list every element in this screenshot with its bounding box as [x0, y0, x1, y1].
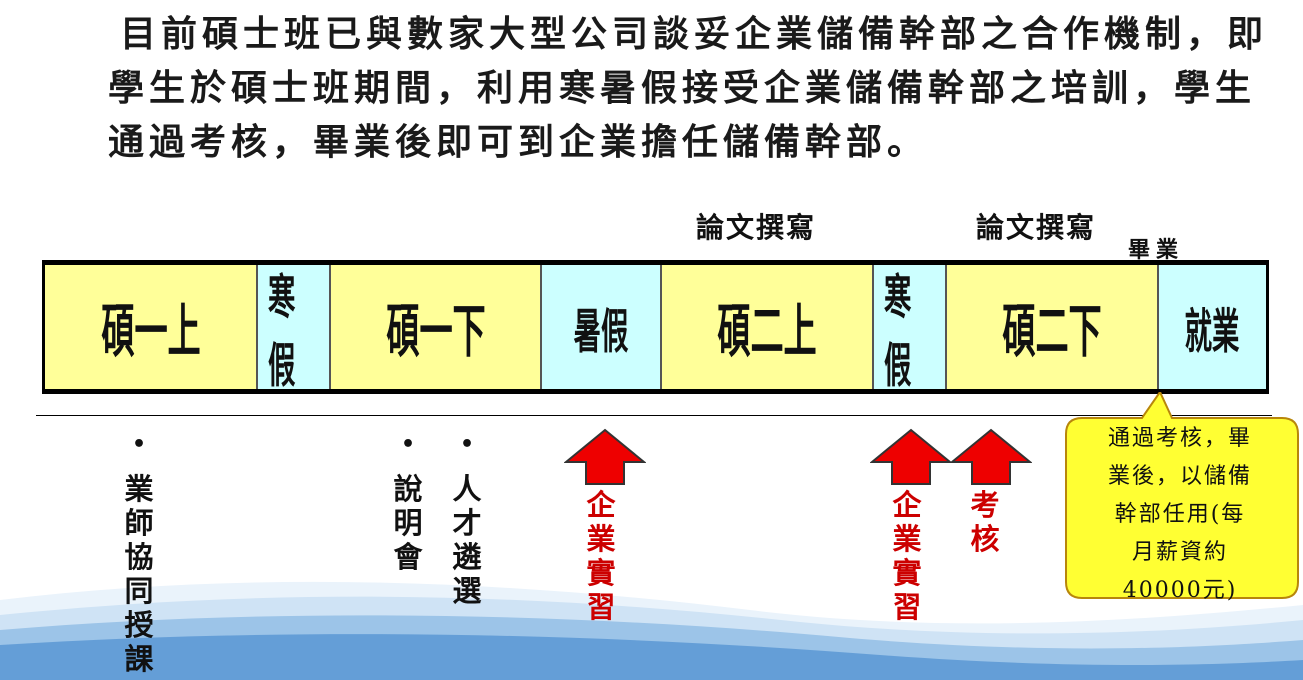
timeline-segment: 就業 [1159, 265, 1266, 389]
separator-line [36, 415, 1272, 416]
activity-assessment: 考核 [970, 488, 1000, 556]
arrow-up-icon [950, 428, 1032, 485]
activity-selection: • 人才遴選 [452, 432, 482, 608]
callout-line: 月薪資約 [1131, 540, 1228, 565]
activity-briefing-text: 說明會 [393, 472, 423, 574]
callout-line: 幹部任用(每 [1114, 502, 1246, 527]
wave-background [0, 581, 1303, 680]
segment-label: 碩一下 [385, 297, 486, 365]
graduate-label: 畢業 [1128, 238, 1185, 263]
callout-line: 40000元) [1122, 578, 1238, 603]
activity-internship-2-text: 企業實習 [892, 488, 922, 624]
callout-bubble [1065, 392, 1299, 599]
bullet: • [459, 432, 475, 457]
segment-label: 寒假 [267, 269, 296, 394]
thesis-label-2: 論文撰寫 [976, 211, 1097, 244]
timeline-bar: 碩一上 寒假 碩一下 暑假 碩二上 寒假 碩二下 就業 [42, 260, 1269, 394]
activity-selection-text: 人才遴選 [452, 472, 482, 608]
activity-coteach: • 業師協同授課 [124, 432, 154, 676]
intro-paragraph: 目前碩士班已與數家大型公司談妥企業儲備幹部之合作機制，即學生於碩士班期間，利用寒… [108, 14, 1269, 163]
segment-label: 碩二下 [1002, 297, 1102, 365]
segment-label: 碩二上 [717, 297, 817, 365]
timeline-segment: 寒假 [874, 265, 947, 393]
timeline-segment: 碩二下 [947, 265, 1159, 389]
bullet: • [400, 432, 416, 457]
callout-text: 通過考核，畢 業後，以儲備 幹部任用(每 月薪資約 40000元) [1070, 420, 1290, 610]
arrow-up-icon [870, 428, 952, 485]
timeline-segment: 碩二上 [662, 265, 874, 389]
timeline-segment: 暑假 [542, 265, 662, 389]
thesis-label-1: 論文撰寫 [696, 211, 817, 244]
activity-internship-1-text: 企業實習 [586, 488, 616, 624]
activity-coteach-text: 業師協同授課 [124, 472, 154, 676]
segment-label: 就業 [1185, 303, 1240, 359]
segment-label: 暑假 [573, 303, 629, 359]
callout-line: 業後，以儲備 [1107, 464, 1252, 489]
activity-briefing: • 說明會 [393, 432, 423, 574]
activity-assessment-text: 考核 [970, 488, 1000, 556]
activity-internship-2: 企業實習 [892, 488, 922, 624]
segment-label: 碩一上 [100, 297, 201, 365]
activity-internship-1: 企業實習 [586, 488, 616, 624]
timeline-segment: 寒假 [258, 265, 331, 393]
arrow-up-icon [564, 428, 646, 485]
bullet: • [131, 432, 147, 457]
callout-line: 通過考核，畢 [1107, 426, 1252, 451]
segment-label: 寒假 [883, 269, 912, 394]
timeline-segment: 碩一上 [45, 265, 258, 389]
timeline-segment: 碩一下 [331, 265, 542, 389]
